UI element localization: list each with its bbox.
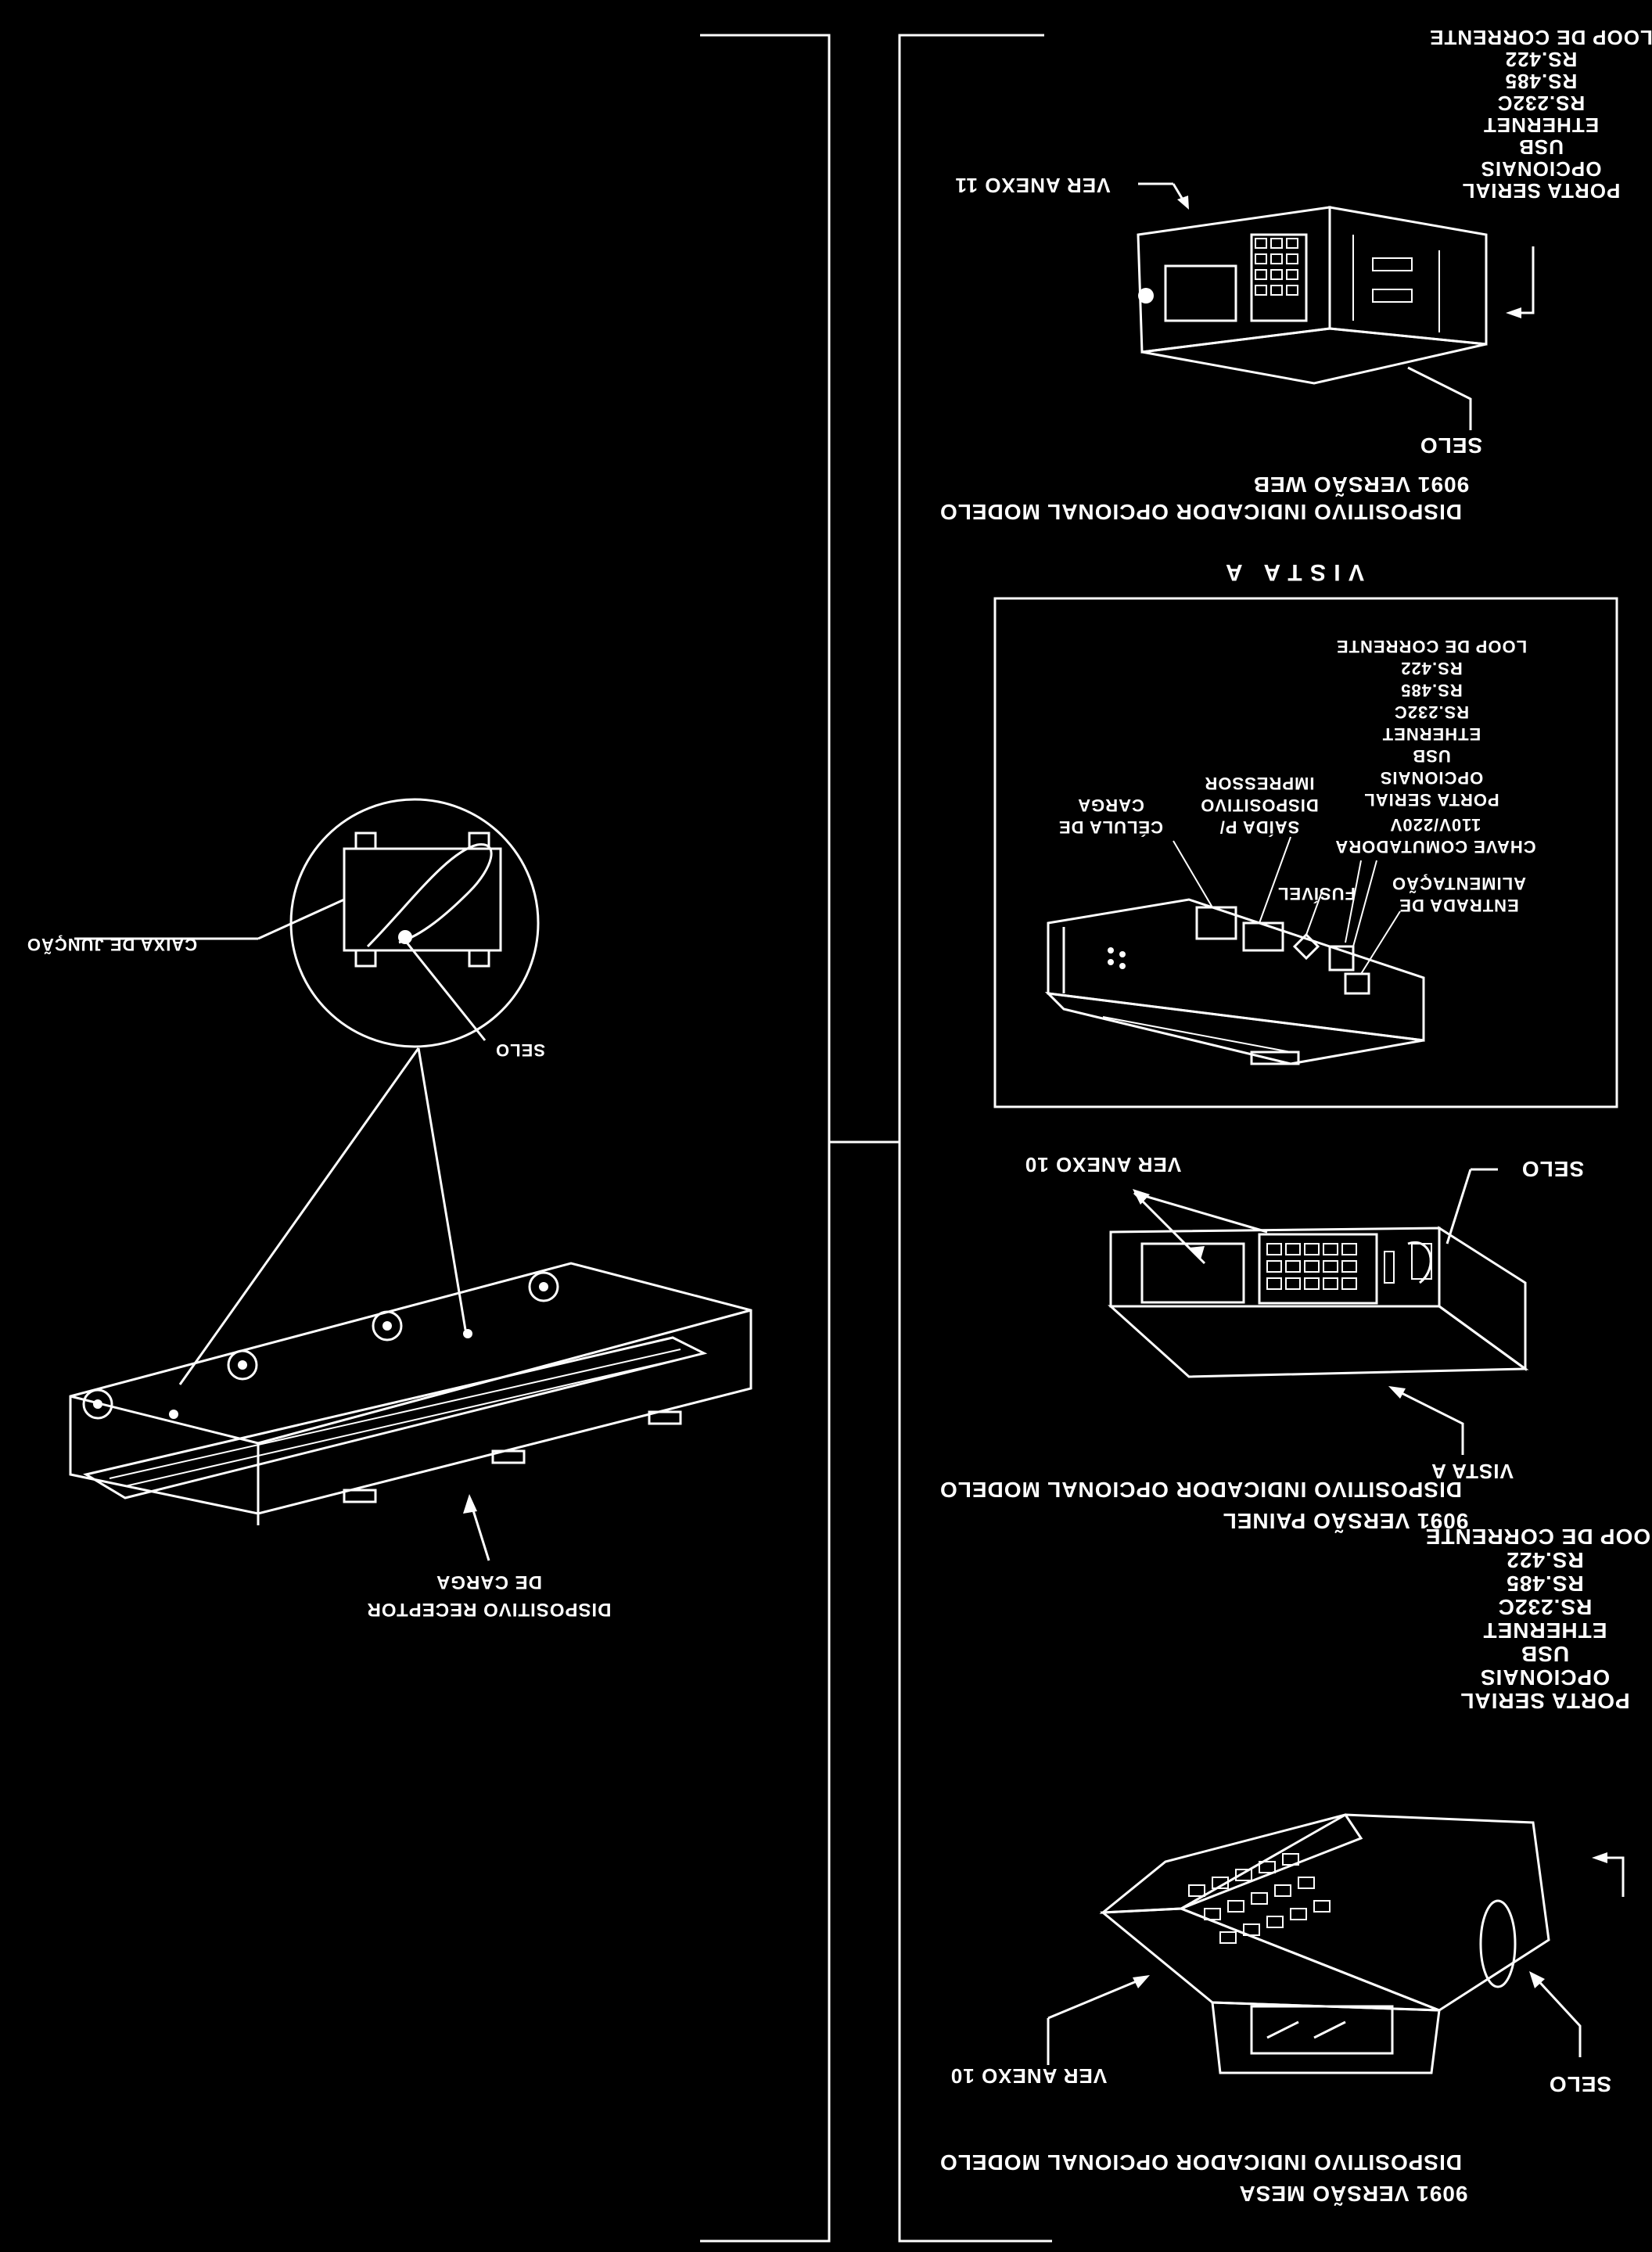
- load-cell-label-group: CÉLULA DE CARGA: [1058, 796, 1163, 837]
- serial-option: LOOP DE CORRENTE: [1336, 637, 1527, 656]
- desk-version-drawing: [1047, 1813, 1625, 2074]
- serial-option: RS.232C: [1497, 92, 1586, 115]
- vista-serial-options: PORTA SERIAL OPCIONAIS USB ETHERNET RS.2…: [1336, 637, 1527, 810]
- serial-option: RS.485: [1506, 1571, 1583, 1596]
- printer-label-group: SAÍDA P/ DISPOSITIVO IMPRESSOR: [1200, 774, 1319, 837]
- desk-title-line1: DISPOSITIVO INDICADOR OPCIONAL MODELO: [939, 2150, 1462, 2175]
- receiver-label-line1: DISPOSITIVO RECEPTOR: [367, 1599, 612, 1620]
- desk-title-group: DISPOSITIVO INDICADOR OPCIONAL MODELO 90…: [939, 2150, 1468, 2206]
- serial-option: OPCIONAIS: [1481, 157, 1602, 181]
- power-label-line1: ENTRADA DE: [1399, 896, 1518, 915]
- power-label-group: ENTRADA DE ALIMENTAÇÃO: [1392, 874, 1526, 915]
- serial-option: RS.485: [1400, 681, 1462, 700]
- web-seal-label: SELO: [1420, 433, 1482, 458]
- web-ref-label: VER ANEXO 11: [955, 174, 1111, 197]
- serial-option: LOOP DE CORRENTE: [1425, 1525, 1652, 1549]
- desk-ref-label: VER ANEXO 10: [950, 2064, 1107, 2088]
- receiver-seal-label: SELO: [495, 1040, 545, 1060]
- web-title-group: DISPOSITIVO INDICADOR OPCIONAL MODELO 90…: [939, 472, 1469, 524]
- seal-label-group: SELO: [495, 1040, 545, 1060]
- vista-a-title-group: V I S T A A: [1225, 559, 1364, 585]
- switch-label-line1: CHAVE COMUTADORA: [1334, 837, 1535, 857]
- vista-a-title: V I S T A A: [1225, 559, 1364, 585]
- panel-view-group: VISTA A: [1431, 1460, 1514, 1483]
- serial-option: OPCIONAIS: [1480, 1665, 1610, 1690]
- web-title-line1: DISPOSITIVO INDICADOR OPCIONAL MODELO: [939, 500, 1462, 524]
- serial-option: LOOP DE CORRENTE: [1429, 26, 1652, 49]
- panel-seal-label: SELO: [1521, 1157, 1584, 1181]
- receiver-label-line2: DE CARGA: [436, 1571, 542, 1593]
- receiver-label-group: DISPOSITIVO RECEPTOR DE CARGA: [367, 1571, 612, 1620]
- web-seal-group: SELO: [1420, 433, 1482, 458]
- panel-seal-group: SELO: [1521, 1157, 1584, 1181]
- serial-option: OPCIONAIS: [1380, 768, 1483, 788]
- serial-option: RS.232C: [1498, 1595, 1593, 1619]
- printer-label-line1: SAÍDA P/: [1219, 817, 1300, 837]
- junction-box-detail: [74, 798, 540, 1385]
- printer-label-line2: DISPOSITIVO: [1200, 796, 1319, 815]
- desk-serial-options: PORTA SERIAL OPCIONAIS USB ETHERNET RS.2…: [1425, 1525, 1652, 1713]
- serial-option: RS.485: [1505, 70, 1578, 93]
- load-cell-label-line2: CARGA: [1077, 796, 1144, 815]
- serial-option: RS.422: [1400, 659, 1462, 678]
- serial-option: RS.422: [1505, 48, 1578, 71]
- web-version-drawing: [1137, 182, 1535, 430]
- load-cell-label-line1: CÉLULA DE: [1058, 817, 1163, 837]
- serial-option: RS.422: [1506, 1548, 1583, 1572]
- drawing-frame: [700, 34, 1052, 2243]
- desk-ref-group: VER ANEXO 10: [950, 2064, 1107, 2088]
- panel-ref-label: VER ANEXO 10: [1025, 1153, 1181, 1176]
- web-ref-group: VER ANEXO 11: [955, 174, 1111, 197]
- bolt-icon: [528, 1271, 559, 1302]
- serial-option: PORTA SERIAL: [1460, 1689, 1629, 1713]
- switch-label-group: CHAVE COMUTADORA 110V/220V: [1334, 815, 1535, 857]
- junction-box-label-group: CAIXA DE JUNÇÃO: [27, 935, 197, 954]
- serial-option: PORTA SERIAL: [1462, 179, 1621, 203]
- panel-title-group: DISPOSITIVO INDICADOR OPCIONAL MODELO 90…: [939, 1478, 1468, 1533]
- serial-option: PORTA SERIAL: [1363, 790, 1499, 810]
- serial-option: ETHERNET: [1483, 113, 1599, 137]
- serial-option: ETHERNET: [1382, 724, 1481, 744]
- serial-option: ETHERNET: [1483, 1618, 1607, 1643]
- panel-ref-group: VER ANEXO 10: [1025, 1153, 1181, 1176]
- panel-title-line1: DISPOSITIVO INDICADOR OPCIONAL MODELO: [939, 1478, 1462, 1502]
- panel-version-drawing: [1108, 1168, 1529, 1455]
- load-receiver-drawing: [69, 1262, 752, 1561]
- fuse-label: FUSÍVEL: [1277, 884, 1356, 903]
- panel-view-label: VISTA A: [1431, 1460, 1514, 1483]
- panel-title-line2: 9091 VERSÃO PAINEL: [1223, 1509, 1469, 1533]
- serial-option: USB: [1518, 135, 1564, 159]
- bolt-icon: [82, 1388, 113, 1420]
- bolt-icon: [227, 1349, 258, 1381]
- desk-seal-group: SELO: [1549, 2072, 1611, 2096]
- serial-option: USB: [1412, 746, 1450, 766]
- bolt-icon: [372, 1310, 403, 1342]
- fuse-label-group: FUSÍVEL: [1277, 884, 1356, 903]
- serial-option: USB: [1521, 1642, 1569, 1666]
- web-serial-options: PORTA SERIAL OPCIONAIS USB ETHERNET RS.2…: [1429, 26, 1652, 203]
- web-title-line2: 9091 VERSÃO WEB: [1253, 472, 1469, 497]
- power-label-line2: ALIMENTAÇÃO: [1392, 874, 1526, 893]
- switch-label-line2: 110V/220V: [1390, 815, 1481, 835]
- printer-label-line3: IMPRESSOR: [1204, 774, 1314, 793]
- desk-seal-label: SELO: [1549, 2072, 1611, 2096]
- vista-a-box: [993, 597, 1618, 1108]
- desk-title-line2: 9091 VERSÃO MESA: [1239, 2182, 1468, 2206]
- junction-box-label: CAIXA DE JUNÇÃO: [27, 935, 197, 954]
- serial-option: RS.232C: [1394, 702, 1469, 722]
